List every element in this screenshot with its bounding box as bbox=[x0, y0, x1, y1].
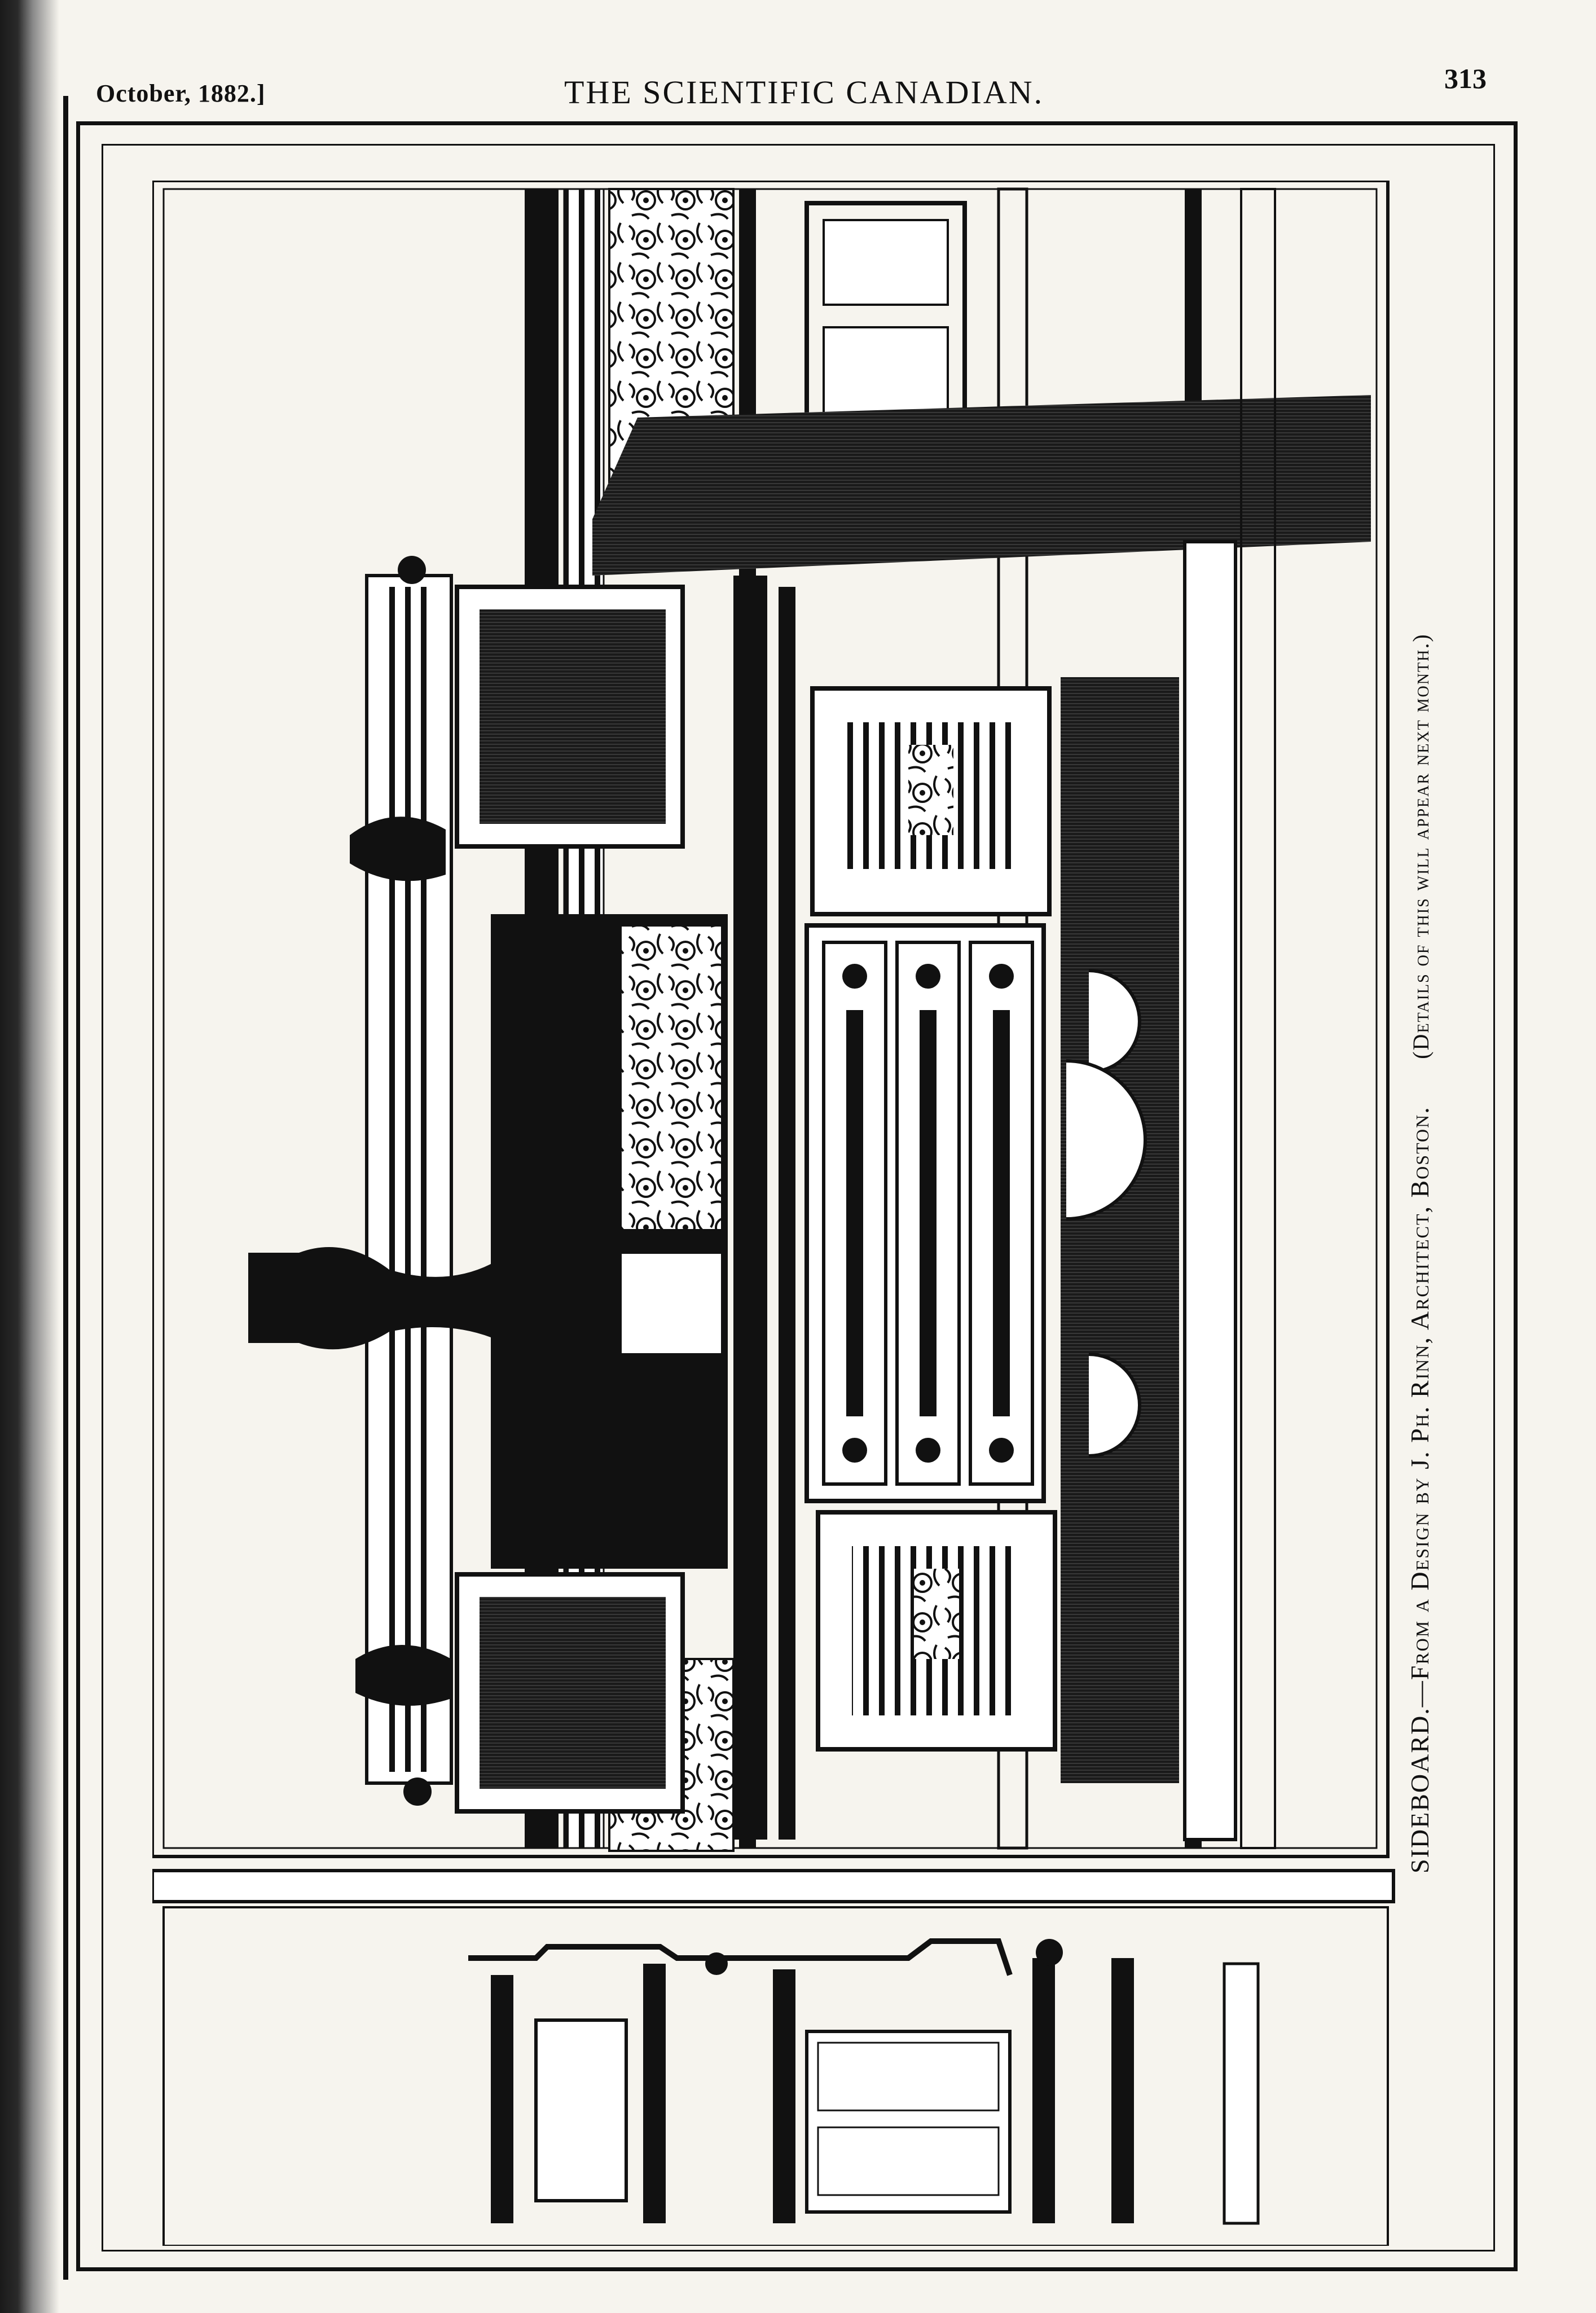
sideboard-engraving bbox=[152, 181, 1395, 2246]
plate-outer-border bbox=[76, 121, 1518, 2271]
journal-title: THE SCIENTIFIC CANADIAN. bbox=[564, 74, 1044, 111]
issue-date: October, 1882.] bbox=[96, 80, 266, 107]
running-header: October, 1882.] THE SCIENTIFIC CANADIAN.… bbox=[73, 54, 1518, 121]
page-number: 313 bbox=[1444, 63, 1487, 94]
caption-note: (Details of this will appear next month.… bbox=[1408, 633, 1434, 1059]
caption-text: SIDEBOARD.—From a Design by J. Ph. Rinn,… bbox=[1405, 1106, 1434, 1873]
figure-caption: SIDEBOARD.—From a Design by J. Ph. Rinn,… bbox=[1405, 633, 1435, 1873]
plate-inner-border bbox=[102, 144, 1495, 2251]
page-gutter-shadow bbox=[0, 0, 59, 2313]
facing-page-rule bbox=[63, 96, 68, 2280]
